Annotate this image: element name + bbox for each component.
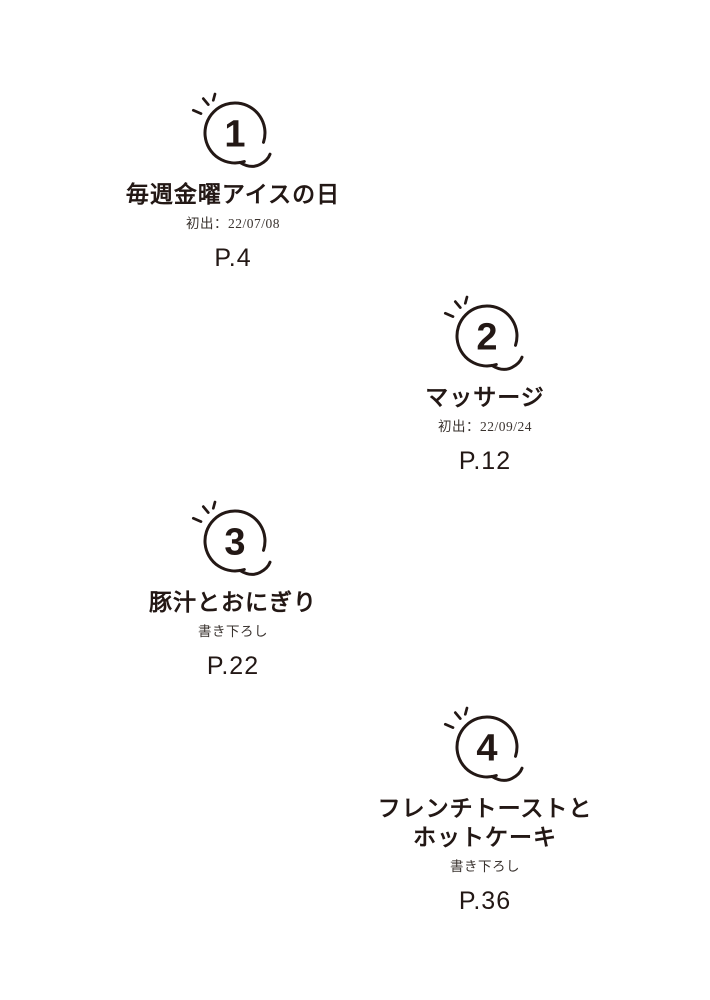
sparkle-line-icon: [463, 706, 469, 716]
chapter-title: 毎週金曜アイスの日: [125, 181, 341, 207]
speech-bubble-tail: [490, 766, 524, 782]
chapter-number: 2: [476, 317, 497, 359]
chapter-title: マッサージ: [425, 384, 545, 410]
chapter-3-bubble-badge-icon: 3: [191, 500, 272, 576]
page-number: P.22: [206, 652, 260, 680]
sparkle-line-icon: [443, 311, 455, 318]
chapter-1-bubble-badge-icon: 1: [191, 92, 272, 168]
speech-bubble-circle: [203, 509, 267, 573]
sparkle-line-icon: [201, 97, 210, 106]
chapter-number: 1: [224, 114, 245, 156]
newly-written-note: 書き下ろし: [450, 859, 520, 874]
newly-written-note: 書き下ろし: [198, 624, 268, 639]
sparkle-line-icon: [443, 722, 455, 729]
speech-bubble-circle: [455, 715, 519, 779]
toc-entry-3: 3 豚汁とおにぎり 書き下ろし P.22: [73, 493, 393, 681]
speech-bubble-tail: [238, 152, 272, 168]
chapter-number: 4: [476, 728, 497, 770]
chapter-title-line1: フレンチトーストと: [377, 795, 593, 821]
first-published-note: 初出：22/09/24: [437, 419, 532, 434]
sparkle-line-icon: [463, 295, 469, 305]
sparkle-line-icon: [211, 92, 217, 102]
chapter-title-line2: ホットケーキ: [413, 824, 557, 850]
sparkle-line-icon: [201, 505, 210, 514]
page-number: P.4: [214, 244, 252, 272]
sparkle-line-icon: [211, 500, 217, 510]
toc-entry-1: 1 毎週金曜アイスの日 初出：22/07/08 P.4: [73, 85, 393, 273]
sparkle-line-icon: [453, 711, 462, 720]
toc-entry-2: 2 マッサージ 初出：22/09/24 P.12: [325, 288, 645, 476]
chapter-4-bubble-badge-icon: 4: [443, 706, 524, 782]
page-number: P.12: [458, 447, 512, 475]
sparkle-line-icon: [191, 108, 203, 115]
speech-bubble-circle: [455, 304, 519, 368]
first-published-note: 初出：22/07/08: [185, 216, 280, 231]
chapter-2-bubble-badge-icon: 2: [443, 295, 524, 371]
speech-bubble-circle: [203, 101, 267, 165]
chapter-number: 3: [224, 522, 245, 564]
page-number: P.36: [458, 887, 512, 915]
speech-bubble-tail: [490, 355, 524, 371]
chapter-title: 豚汁とおにぎり: [149, 589, 317, 615]
sparkle-line-icon: [453, 300, 462, 309]
speech-bubble-tail: [238, 560, 272, 576]
sparkle-line-icon: [191, 516, 203, 523]
toc-entry-4: 4 フレンチトーストと ホットケーキ 書き下ろし P.36: [325, 699, 645, 916]
